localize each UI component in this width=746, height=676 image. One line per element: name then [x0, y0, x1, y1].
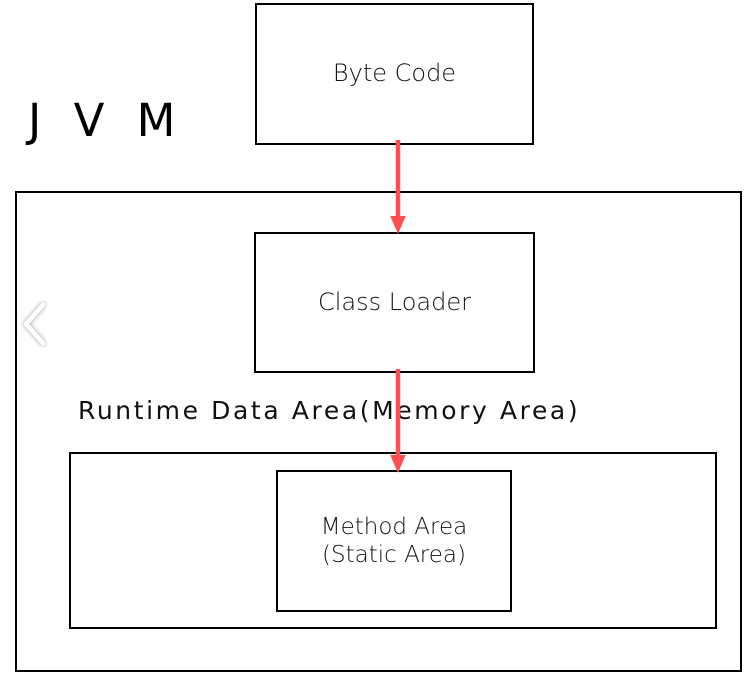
node-class-loader: Class Loader — [254, 232, 535, 373]
node-method-area-label: Method Area (Static Area) — [320, 513, 468, 568]
arrow-bytecode-to-classloader — [390, 140, 406, 234]
node-byte-code: Byte Code — [255, 3, 534, 145]
jvm-title: J V M — [28, 94, 185, 147]
arrow-classloader-to-methodarea — [390, 369, 406, 473]
node-class-loader-label: Class Loader — [318, 287, 471, 316]
node-method-area: Method Area (Static Area) — [276, 470, 512, 612]
node-runtime-data-area-label: Runtime Data Area(Memory Area) — [78, 396, 581, 425]
chevron-left-icon[interactable] — [18, 298, 52, 350]
node-byte-code-label: Byte Code — [332, 59, 457, 88]
